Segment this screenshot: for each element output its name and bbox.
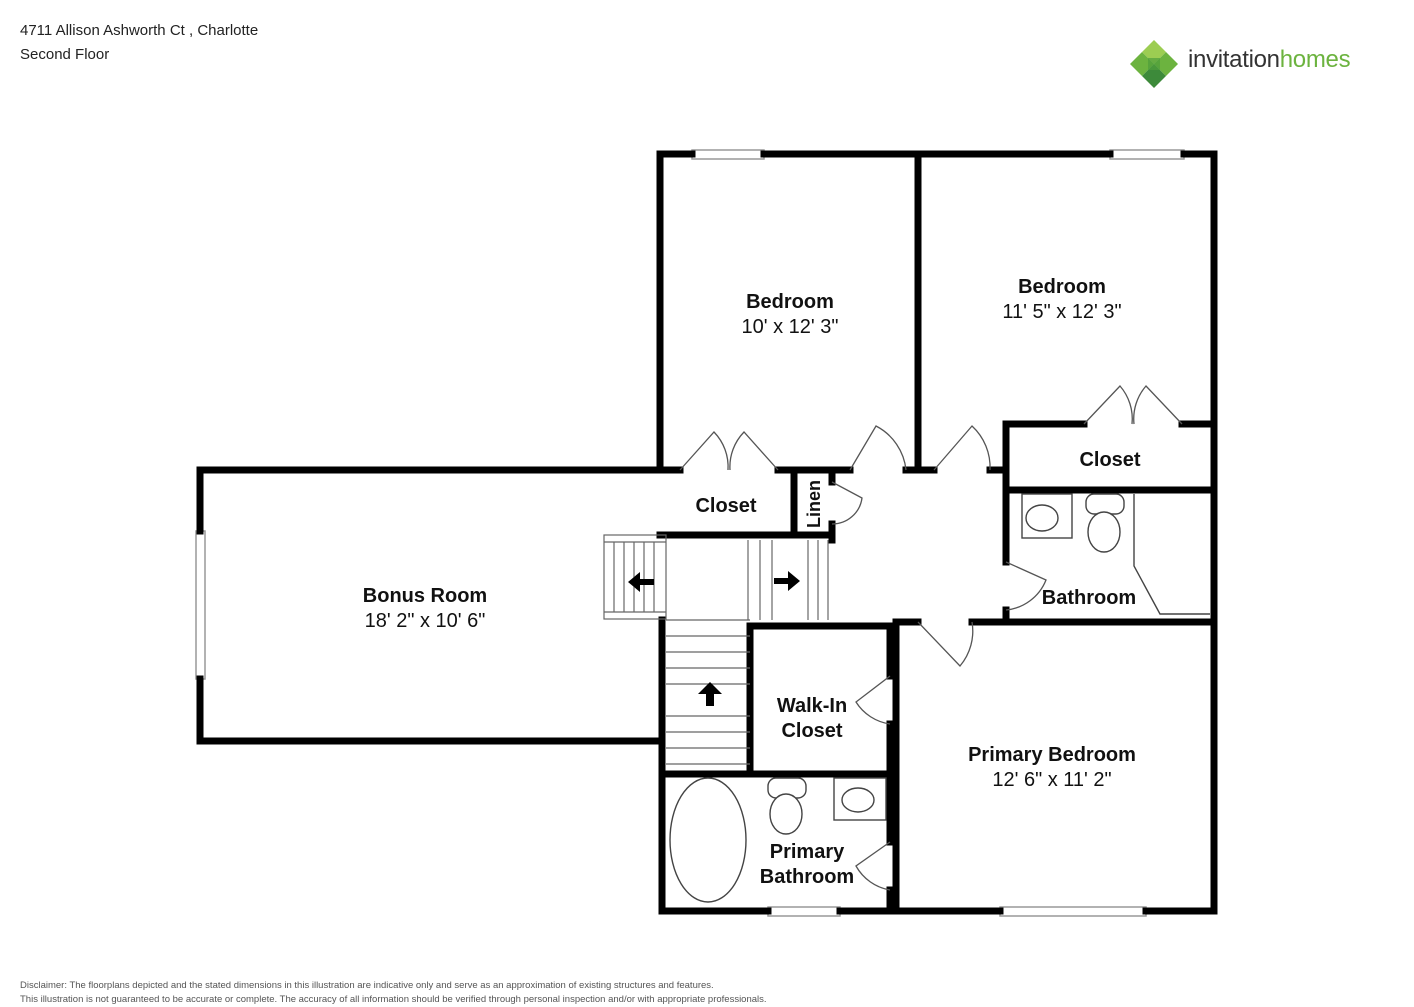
window xyxy=(999,906,1147,917)
room-name-bedroom: Bedroom xyxy=(746,291,834,313)
brand-wordmark: invitationhomes xyxy=(1188,46,1351,74)
door-swing xyxy=(1083,385,1133,425)
room-dims-bedroom: 11' 5" x 12' 3" xyxy=(1002,301,1121,323)
doors xyxy=(679,385,1183,891)
room-name-walk-in-closet: Closet xyxy=(781,720,842,742)
room-name-primary-bathroom: Primary xyxy=(770,841,845,863)
door-swing xyxy=(933,425,991,471)
sink-basin xyxy=(1025,504,1059,532)
door-swing xyxy=(849,425,907,471)
window xyxy=(1109,149,1185,160)
sink-icon xyxy=(833,777,887,821)
disclaimer-line: This illustration is not guaranteed to b… xyxy=(20,994,767,1005)
bathtub-icon xyxy=(669,777,747,903)
room-name-primary-bathroom: Bathroom xyxy=(760,866,854,888)
floor-label: Second Floor xyxy=(20,46,110,63)
toilet-icon xyxy=(1087,511,1121,553)
toilet-tank-icon xyxy=(1085,493,1125,515)
room-name-closet: Closet xyxy=(695,495,756,517)
window xyxy=(195,530,206,680)
room-name-bathroom: Bathroom xyxy=(1042,587,1136,609)
fixtures xyxy=(669,493,1210,903)
brand-word-homes: homes xyxy=(1279,46,1351,73)
door-swing xyxy=(1133,385,1183,425)
window xyxy=(767,906,841,917)
shower-icon xyxy=(1133,494,1210,615)
room-dims-primary-bedroom: 12' 6" x 11' 2" xyxy=(992,769,1111,791)
room-name-linen: Linen xyxy=(804,480,824,528)
door-swing xyxy=(729,431,779,471)
room-name-bonus-room: Bonus Room xyxy=(363,585,487,607)
door-swing xyxy=(831,481,863,525)
room-name-primary-bedroom: Primary Bedroom xyxy=(968,744,1136,766)
stair-arrows xyxy=(628,571,800,706)
arrow-left-icon xyxy=(628,572,654,592)
arrow-up-icon xyxy=(698,682,722,706)
door-swing xyxy=(1005,561,1047,611)
disclaimer-line: Disclaimer: The floorplans depicted and … xyxy=(20,980,714,991)
door-swing xyxy=(855,675,891,725)
stacked-squares-logo-icon xyxy=(1130,40,1178,88)
walls xyxy=(196,150,1218,915)
room-dims-bonus-room: 18' 2" x 10' 6" xyxy=(365,610,486,632)
room-dims-bedroom: 10' x 12' 3" xyxy=(741,316,838,338)
room-name-closet: Closet xyxy=(1079,449,1140,471)
window xyxy=(691,149,765,160)
room-name-bedroom: Bedroom xyxy=(1018,276,1106,298)
room-name-walk-in-closet: Walk-In xyxy=(777,695,847,717)
door-swing xyxy=(855,841,891,891)
door-swing xyxy=(679,431,729,471)
sink-basin xyxy=(841,787,875,813)
disclaimer: Disclaimer: The floorplans depicted and … xyxy=(20,979,1390,1007)
brand-word-invitation: invitation xyxy=(1188,46,1280,73)
property-address: 4711 Allison Ashworth Ct , Charlotte xyxy=(20,22,259,39)
toilet-icon xyxy=(769,793,803,835)
arrow-right-icon xyxy=(774,571,800,591)
door-swing xyxy=(917,621,974,667)
